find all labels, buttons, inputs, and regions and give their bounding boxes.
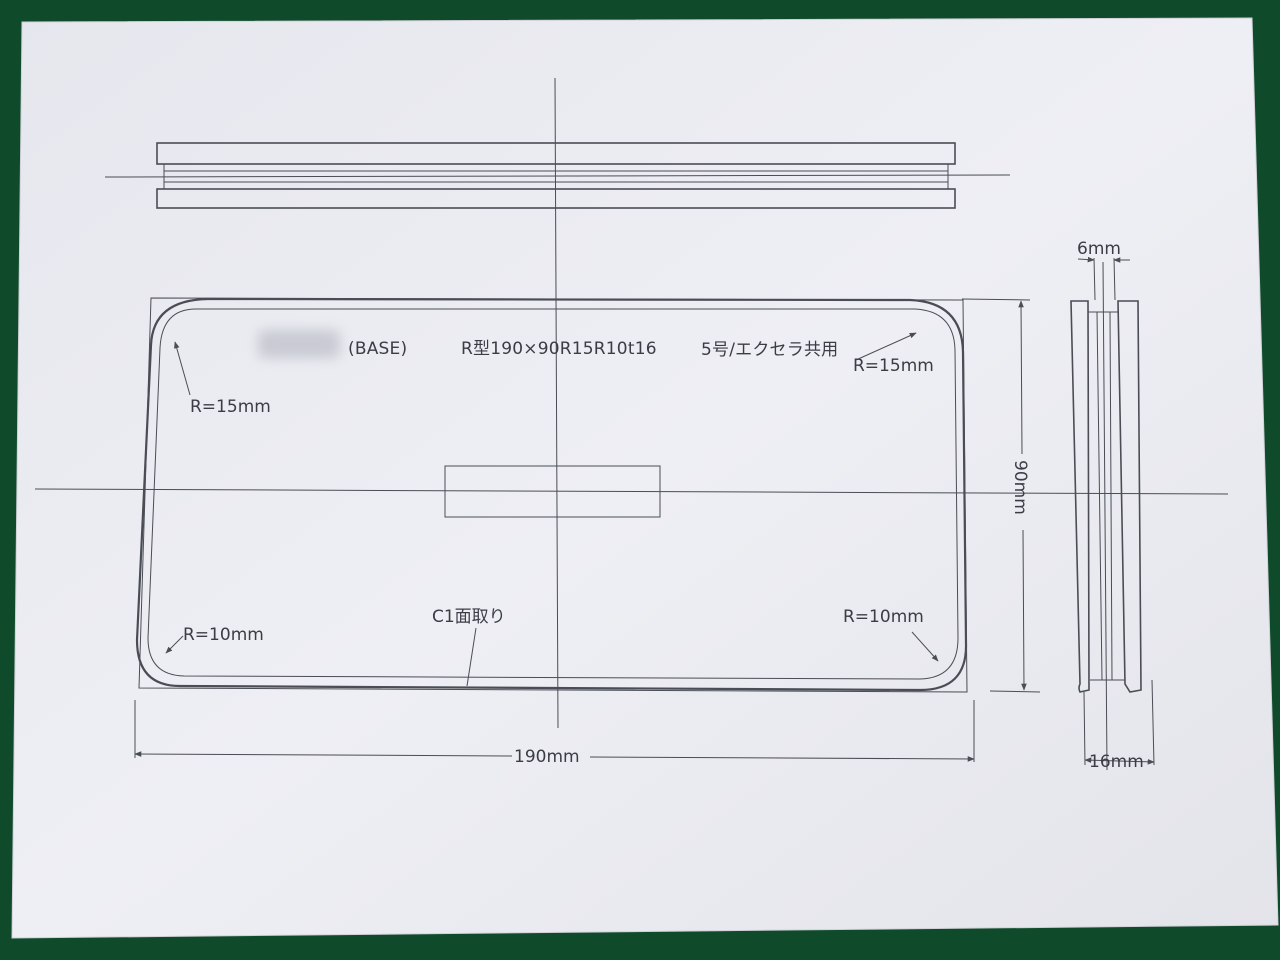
title-part: (BASE) [348,339,407,359]
r15-left-leader [174,341,191,396]
width-dimension [134,700,975,762]
horizontal-center-line [34,488,1229,495]
r10-right-leader [911,631,939,662]
r15-right-leader [855,332,917,361]
compat-text: 5号/エクセラ共用 [701,340,838,360]
r10-right-label: R=10mm [843,607,924,627]
height-label: 90mm [1010,460,1030,515]
r10-left-leader [165,635,184,654]
r15-right-label: R=15mm [853,356,934,376]
r15-left-label: R=15mm [190,397,271,417]
paper [11,17,1279,939]
groove-label: 6mm [1077,239,1121,259]
spec-text: R型190×90R15R10t16 [461,339,657,359]
top-view-center-line [104,174,1011,178]
side-view [1070,256,1155,771]
chamfer-label: C1面取り [432,607,506,627]
plan-view [135,297,968,693]
width-label: 190mm [514,747,580,767]
r10-left-label: R=10mm [183,625,264,645]
redacted-name [258,330,340,358]
height-dimension [961,298,1041,693]
top-view [156,142,956,209]
thickness-label: 16mm [1089,752,1144,772]
vertical-center-line [554,77,559,729]
chamfer-leader [466,627,477,687]
